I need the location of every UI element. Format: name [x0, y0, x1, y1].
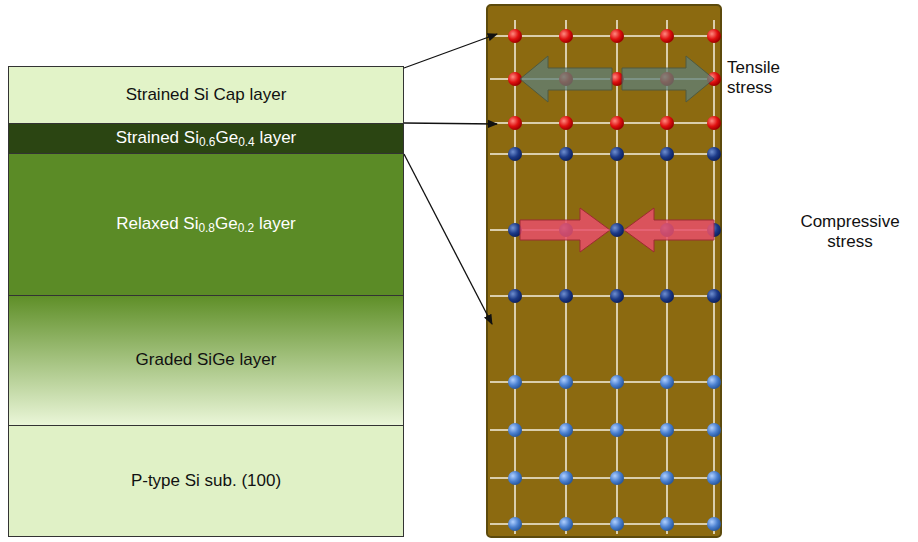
atom — [508, 289, 522, 303]
lattice-line — [490, 523, 718, 525]
atom — [660, 375, 674, 389]
atom — [660, 517, 674, 531]
lattice-line — [490, 477, 718, 479]
lattice-line — [490, 153, 718, 155]
atom — [610, 223, 624, 237]
atom — [660, 116, 674, 130]
atom — [610, 375, 624, 389]
atom — [660, 289, 674, 303]
lattice-line — [490, 35, 718, 37]
compressive-arrows — [520, 208, 714, 252]
lattice-line — [490, 429, 718, 431]
leader-lines — [404, 34, 497, 324]
stress-label: Compressive stress — [790, 212, 910, 253]
layer-band: Relaxed Si0.8Ge0.2 layer — [8, 153, 404, 296]
atom — [559, 423, 573, 437]
tensile-arrows — [520, 56, 714, 102]
atom — [508, 147, 522, 161]
atom — [559, 471, 573, 485]
atom — [508, 29, 522, 43]
atom — [610, 147, 624, 161]
atom — [559, 517, 573, 531]
atom — [508, 116, 522, 130]
atom — [610, 423, 624, 437]
atom — [559, 289, 573, 303]
layer-label: Strained Si Cap layer — [126, 85, 287, 105]
atom — [660, 147, 674, 161]
atom — [610, 116, 624, 130]
atom — [707, 289, 721, 303]
layer-band: P-type Si sub. (100) — [8, 425, 404, 537]
atom — [707, 375, 721, 389]
atom — [707, 29, 721, 43]
stress-label: Tensile stress — [727, 58, 807, 99]
lattice-grid — [490, 20, 718, 534]
atom — [508, 423, 522, 437]
atom — [508, 375, 522, 389]
layer-band: Graded SiGe layer — [8, 295, 404, 426]
atom — [707, 471, 721, 485]
lattice-line — [490, 122, 718, 124]
lattice-line — [490, 295, 718, 297]
atom — [660, 29, 674, 43]
atom — [559, 29, 573, 43]
atom — [508, 517, 522, 531]
atom — [508, 471, 522, 485]
lattice-line — [713, 20, 715, 534]
lattice-line — [616, 20, 618, 534]
lattice-panel — [487, 5, 721, 537]
layer-label: P-type Si sub. (100) — [131, 471, 281, 491]
lattice-line — [514, 20, 516, 534]
atom — [610, 471, 624, 485]
atom — [610, 289, 624, 303]
atom — [707, 116, 721, 130]
atom — [660, 471, 674, 485]
atom — [610, 29, 624, 43]
layer-band: Strained Si Cap layer — [8, 66, 404, 124]
atom — [559, 147, 573, 161]
lattice-line — [666, 20, 668, 534]
atom — [660, 423, 674, 437]
atom — [559, 375, 573, 389]
atom — [707, 423, 721, 437]
atom — [610, 517, 624, 531]
atom — [707, 147, 721, 161]
atom — [707, 517, 721, 531]
lattice-atoms — [508, 29, 721, 531]
layer-label: Graded SiGe layer — [136, 350, 277, 370]
layer-label: Strained Si0.6Ge0.4 layer — [116, 128, 297, 148]
atom — [559, 116, 573, 130]
layer-label: Relaxed Si0.8Ge0.2 layer — [116, 214, 296, 234]
layer-band: Strained Si0.6Ge0.4 layer — [8, 123, 404, 154]
lattice-line — [490, 381, 718, 383]
lattice-line — [565, 20, 567, 534]
